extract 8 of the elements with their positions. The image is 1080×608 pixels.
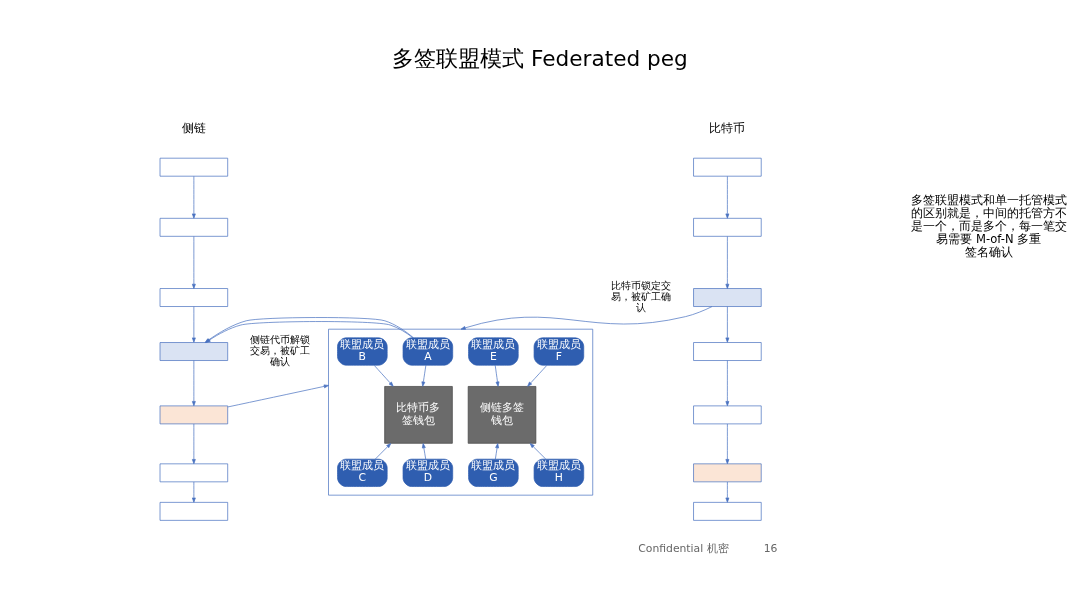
label: 比特币 [709, 121, 746, 136]
label: 侧链 [181, 121, 206, 136]
label: Confidential 机密 [638, 541, 729, 555]
node-label: 侧链代币解锁交易，被矿工确认 [250, 334, 311, 367]
diagram-title: 多签联盟模式 Federated peg [392, 46, 688, 72]
label: 多签联盟模式和单一托管模式的区别就是，中间的托管方不是一个，而是多个，每一笔交易需要 M-of-N 多重签名确认 [910, 193, 1067, 259]
node-label: 比特币锁定交易，被矿工确认 [610, 280, 671, 313]
label: 16 [763, 541, 778, 555]
